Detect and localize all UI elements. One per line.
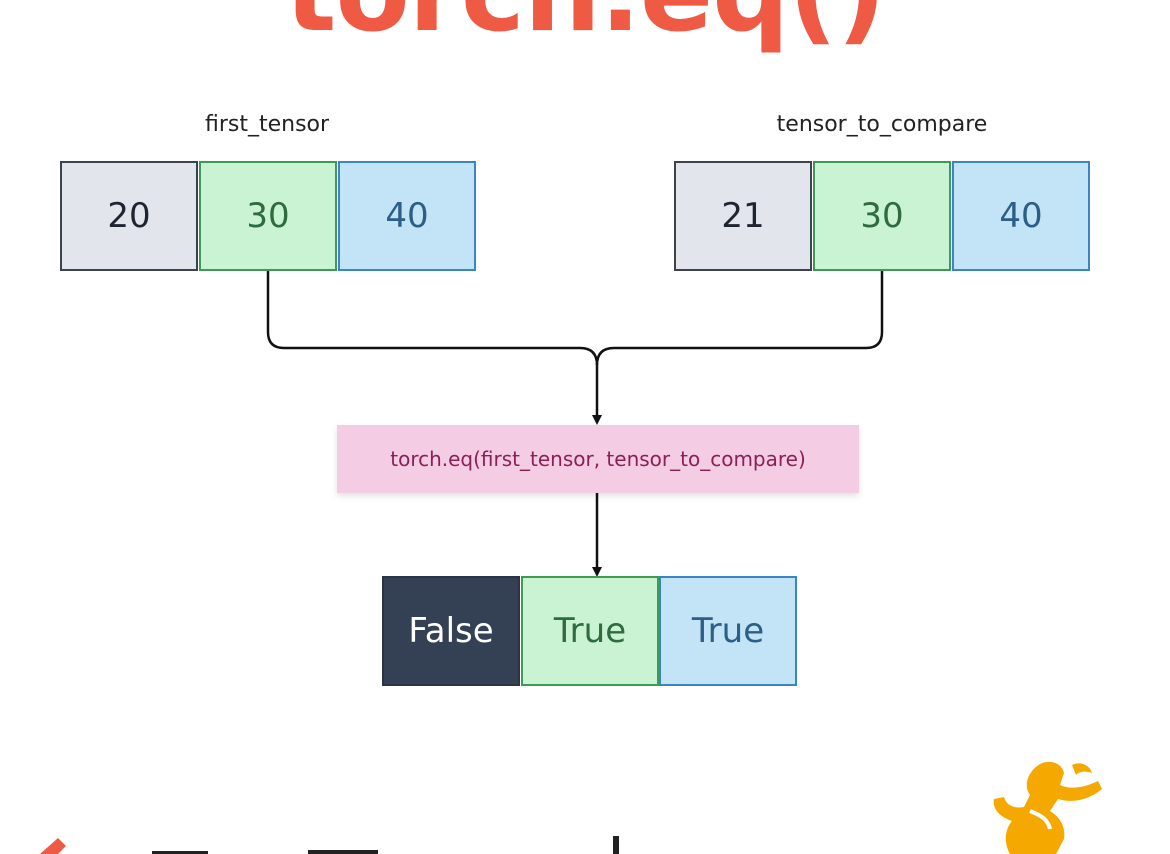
result-cell-0: False [382,576,520,686]
compare-tensor-cell-0: 21 [674,161,812,271]
compare-tensor-cell-1: 30 [813,161,951,271]
first-tensor-cell-1: 30 [199,161,337,271]
rabbit-logo [993,761,1102,854]
page-title: torch.eq() [0,0,1170,48]
function-call-box: torch.eq(first_tensor, tensor_to_compare… [337,425,859,493]
first-tensor-cell-2: 40 [338,161,476,271]
first-tensor-label: first_tensor [204,112,330,137]
result-cell-1: True [521,576,659,686]
merge-connector-right [595,271,884,366]
tensor-to-compare-label: tensor_to_compare [776,112,988,137]
first-tensor-cell-0: 20 [60,161,198,271]
merge-connector [266,271,602,425]
result-cell-2: True [659,576,797,686]
compare-tensor-cell-2: 40 [952,161,1090,271]
